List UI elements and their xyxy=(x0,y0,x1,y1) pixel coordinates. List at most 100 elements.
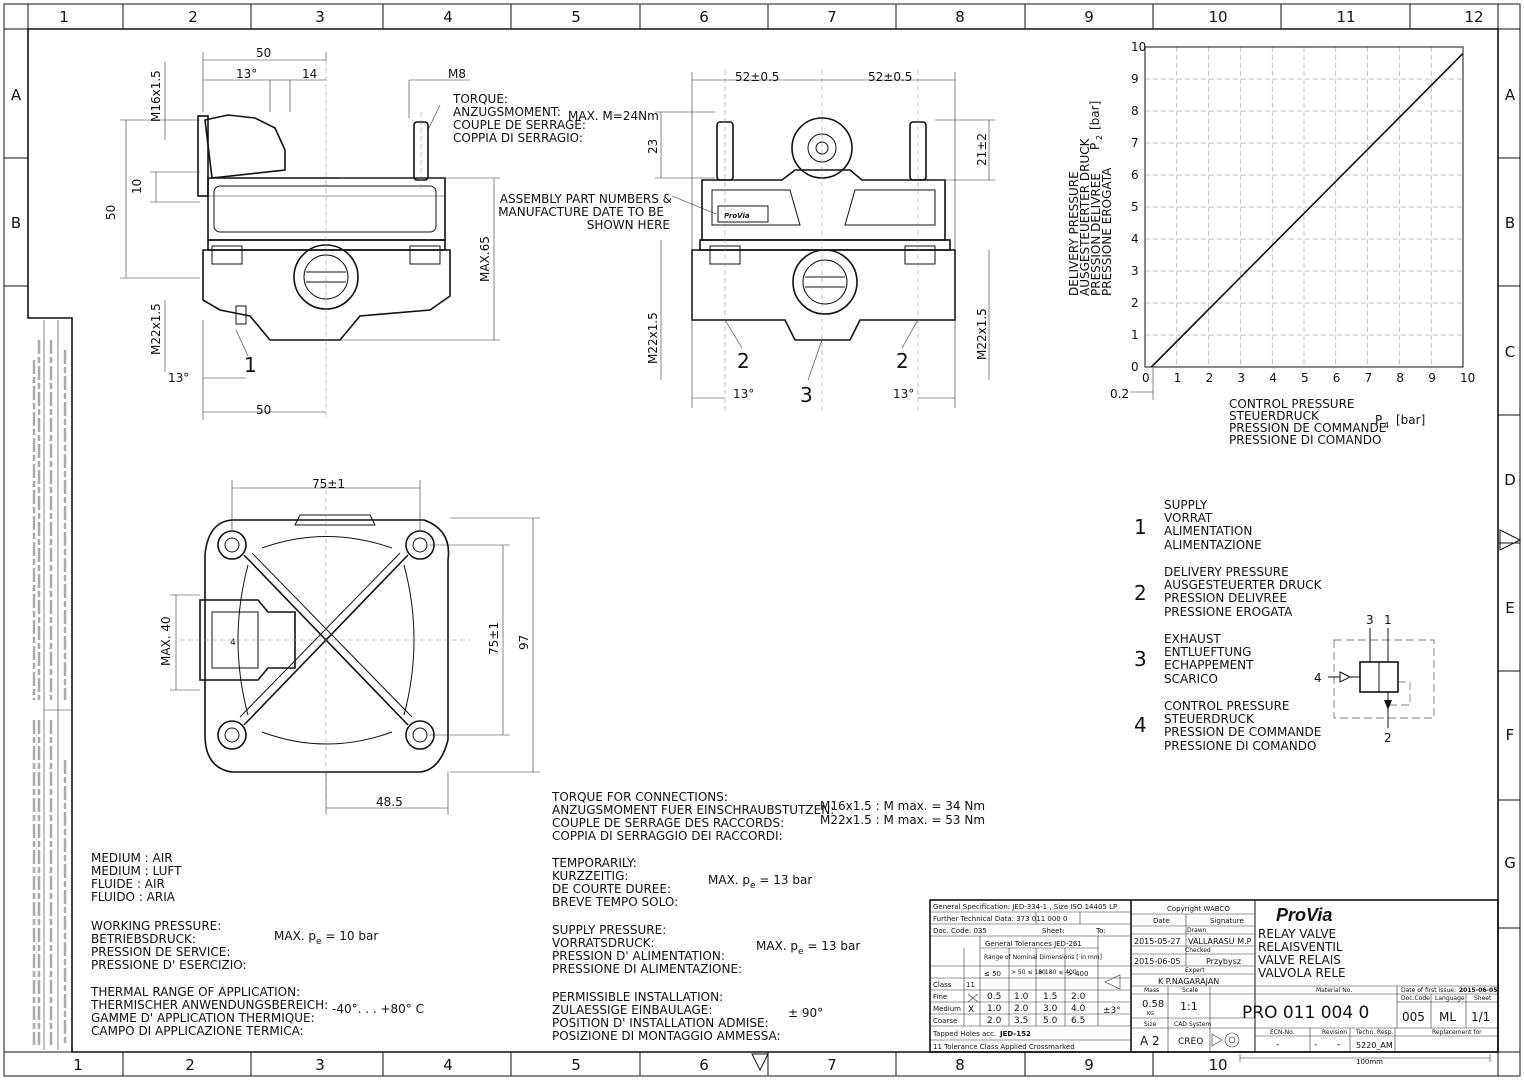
working-pressure-de: BETRIEBSDRUCK: xyxy=(91,932,196,946)
tb-range-4: > 400 xyxy=(1067,970,1088,978)
dim-front-m22-left: M22x1.5 xyxy=(646,312,660,364)
tb-fine-3: 1.5 xyxy=(1043,992,1057,1002)
dim-side-13-bottom: 13° xyxy=(168,371,189,385)
row-A-left: A xyxy=(11,86,22,104)
column-dividers xyxy=(4,4,1520,1076)
tb-material-header: Material No. xyxy=(1316,987,1352,994)
legend-2-line-4: PRESSIONE EROGATA xyxy=(1164,605,1293,619)
legend-2-line-2: AUSGESTEUERTER DRUCK xyxy=(1164,578,1323,592)
tb-checked-label: Checked xyxy=(1185,947,1211,954)
tb-expert-name: K P.NAGARAJAN xyxy=(1158,977,1219,986)
scale-bar-label: 100mm xyxy=(1356,1058,1383,1066)
supply-it: PRESSIONE DI ALIMENTAZIONE: xyxy=(552,962,742,976)
tb-medium-1: 1.0 xyxy=(987,1004,1002,1014)
tb-angle-tolerance: ±3° xyxy=(1103,1006,1121,1016)
bottom-flange xyxy=(204,519,450,773)
graph-ylabel-fr: PRESSION DELIVREE xyxy=(1089,173,1103,296)
tb-cad-value: CREO xyxy=(1178,1037,1203,1047)
supply-fr: PRESSION D' ALIMENTATION: xyxy=(552,949,725,963)
row-D-right: D xyxy=(1504,471,1516,489)
graph-ylabel-it: PRESSIONE EROGATA xyxy=(1100,167,1114,296)
torque-line-en: TORQUE: xyxy=(452,92,508,106)
tb-coarse-4: 6.5 xyxy=(1071,1016,1085,1026)
col-4-bottom: 4 xyxy=(443,1056,453,1074)
col-4-top: 4 xyxy=(443,8,453,26)
tb-expert-label: Expert xyxy=(1185,967,1205,974)
tb-size-value: A 2 xyxy=(1140,1034,1160,1048)
graph-ytick-1: 1 xyxy=(1131,328,1139,342)
tb-scale-value: 1:1 xyxy=(1180,1000,1198,1013)
dim-front-m22-right: M22x1.5 xyxy=(975,308,989,360)
tb-first-issue-header: Date of first issue: xyxy=(1401,987,1456,994)
temporarily-it: BREVE TEMPO SOLO: xyxy=(552,895,678,909)
thermal-en: THERMAL RANGE OF APPLICATION: xyxy=(90,985,300,999)
tb-coarse-3: 5.0 xyxy=(1043,1016,1058,1026)
title-block: General Specification: JED-334-1 , Size … xyxy=(929,899,1499,1066)
dim-side-width-top: 50 xyxy=(256,46,271,60)
graph-xtick-10: 10 xyxy=(1460,371,1475,385)
installation-value: ± 90° xyxy=(788,1006,823,1020)
installation-en: PERMISSIBLE INSTALLATION: xyxy=(552,990,723,1004)
dim-side-14: 14 xyxy=(302,67,317,81)
graph-xlabel-it: PRESSIONE DI COMANDO xyxy=(1229,433,1381,447)
col-8-bottom: 8 xyxy=(955,1056,965,1074)
tb-signature-header: Signature xyxy=(1210,917,1244,925)
col-6-bottom: 6 xyxy=(699,1056,709,1074)
tb-fine-1: 0.5 xyxy=(987,992,1001,1002)
graph-xtick-7: 7 xyxy=(1365,371,1373,385)
tb-mass-unit: KG xyxy=(1147,1011,1154,1017)
tb-range-3: > 180 ≤ 400 xyxy=(1038,969,1077,976)
legend-4-line-1: CONTROL PRESSURE xyxy=(1164,699,1290,713)
medium-fr: FLUIDE : AIR xyxy=(91,877,165,891)
specifications: MEDIUM : AIR MEDIUM : LUFT FLUIDE : AIR … xyxy=(90,790,985,1043)
assembly-note-3: SHOWN HERE xyxy=(587,218,670,232)
torque-conn-m22: M22x1.5 : M max. = 53 Nm xyxy=(820,813,985,827)
tb-revision-header: Revision xyxy=(1322,1029,1347,1036)
tb-row-medium: Medium xyxy=(933,1005,961,1013)
torque-line-de: ANZUGSMOMENT: xyxy=(453,105,561,119)
port-legend: 1 SUPPLY VORRAT ALIMENTATION ALIMENTAZIO… xyxy=(1134,498,1323,753)
graph-xlabel-en: CONTROL PRESSURE xyxy=(1229,397,1355,411)
temporarily-fr: DE COURTE DUREE: xyxy=(552,882,671,896)
tb-cad-header: CAD System xyxy=(1174,1021,1211,1028)
assembly-note-1: ASSEMBLY PART NUMBERS & xyxy=(500,192,672,206)
front-nameplate-text: ProVia xyxy=(724,212,750,220)
side-valve-boss xyxy=(204,114,286,179)
dim-bottom-75-width: 75±1 xyxy=(312,477,345,491)
schematic-port-1: 1 xyxy=(1384,613,1392,627)
dim-front-52-left: 52±0.5 xyxy=(735,70,779,84)
temporarily-value: MAX. pe = 13 bar xyxy=(708,873,812,891)
bottom-view: 4 75±1 75±1 97 MAX. 40 48.5 xyxy=(159,477,540,815)
col-10-bottom: 10 xyxy=(1208,1056,1227,1074)
col-2-bottom: 2 xyxy=(185,1056,195,1074)
center-mark-right xyxy=(1499,529,1522,551)
col-2-top: 2 xyxy=(188,8,198,26)
schematic-port-2: 2 xyxy=(1384,731,1392,745)
graph-ytick-6: 6 xyxy=(1131,168,1139,182)
tb-tolerance-class: 11 Tolerance Class Applied Crossmarked xyxy=(933,1043,1075,1051)
graph-xtick-8: 8 xyxy=(1396,371,1404,385)
dim-side-10: 10 xyxy=(130,179,144,194)
tb-mass-header: Mass xyxy=(1144,987,1159,994)
legend-4-line-4: PRESSIONE DI COMANDO xyxy=(1164,739,1316,753)
front-exhaust-ring xyxy=(792,249,858,315)
legend-4-line-3: PRESSION DE COMMANDE xyxy=(1164,725,1321,739)
graph-xtick-6: 6 xyxy=(1333,371,1341,385)
tb-coarse-2: 3.5 xyxy=(1014,1016,1028,1026)
graph-xunit: [bar] xyxy=(1396,413,1425,427)
col-1-bottom: 1 xyxy=(73,1056,83,1074)
row-A-right: A xyxy=(1505,86,1516,104)
col-6-top: 6 xyxy=(699,8,709,26)
dim-front-23: 23 xyxy=(646,139,660,154)
graph-xtick-4: 4 xyxy=(1269,371,1277,385)
graph-ytick-8: 8 xyxy=(1131,104,1139,118)
tb-doc-code: Doc. Code: 035 xyxy=(933,927,987,935)
temporarily-en: TEMPORARILY: xyxy=(551,856,637,870)
graph-ysub: 2 xyxy=(1095,135,1104,140)
tb-scale-header: Scale xyxy=(1182,987,1198,994)
tb-checked-by: Przybysz xyxy=(1206,957,1241,966)
col-11-top: 11 xyxy=(1336,8,1355,26)
graph-xtick-3: 3 xyxy=(1237,371,1245,385)
tb-tapped-std: JED-152 xyxy=(999,1030,1031,1038)
